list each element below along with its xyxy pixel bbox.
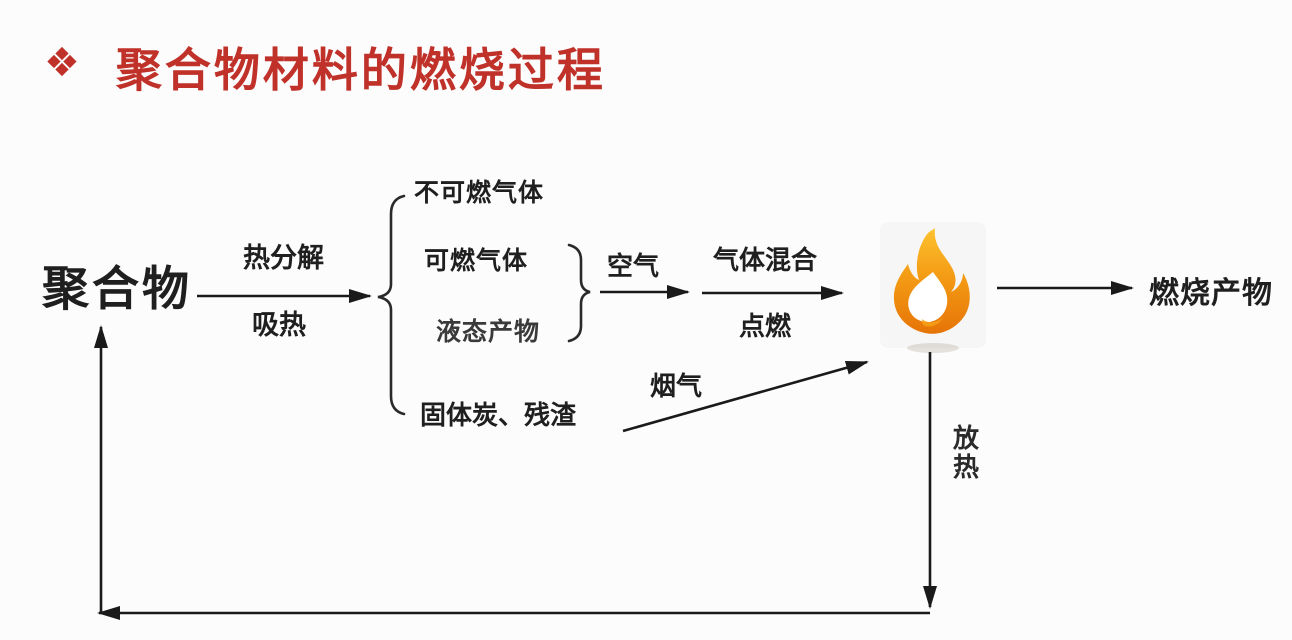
label-smoke: 烟气	[650, 371, 703, 401]
node-solid-char-residue: 固体炭、残渣	[420, 400, 577, 430]
node-combustion-products: 燃烧产物	[1149, 277, 1273, 310]
slide-title-row: ❖ 聚合物材料的燃烧过程	[44, 34, 606, 100]
node-noncombustible-gas: 不可燃气体	[414, 179, 545, 207]
label-ignition: 点燃	[739, 311, 792, 341]
label-heat-absorption: 吸热	[252, 310, 306, 340]
node-combustible-gas: 可燃气体	[424, 247, 529, 275]
left-brace	[377, 194, 406, 416]
right-brace	[567, 243, 591, 343]
flame-icon	[878, 220, 988, 356]
slide-title: 聚合物材料的燃烧过程	[115, 44, 606, 96]
label-heat-release: 放热	[953, 423, 980, 482]
label-gas-mixing: 气体混合	[713, 245, 818, 275]
label-thermal-decomposition: 热分解	[243, 243, 324, 273]
node-liquid-products: 液态产物	[436, 318, 541, 346]
diamond-bullet-icon: ❖	[44, 41, 80, 85]
node-polymer: 聚合物	[42, 262, 192, 315]
label-air: 空气	[607, 251, 660, 281]
